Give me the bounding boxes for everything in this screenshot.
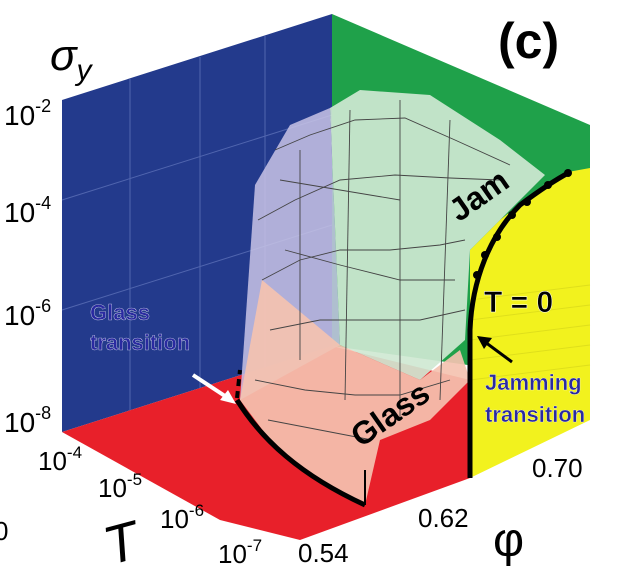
jamming-transition-arrowhead — [477, 336, 492, 349]
glass-transition-arrowhead — [220, 390, 236, 404]
phi-axis-label: φ — [493, 514, 524, 567]
sigma-ticks: 10-2 10-4 10-6 10-8 — [4, 96, 51, 438]
sigma-tick: 10-2 — [4, 96, 51, 131]
t-tick: 10-6 — [160, 501, 204, 534]
glass-transition-arrow — [191, 373, 230, 400]
sigma-tick: 10-4 — [4, 193, 51, 228]
t-tick: 10-7 — [218, 536, 262, 569]
t-zero-plane — [470, 168, 590, 478]
jamming-transition-line2: transition — [485, 402, 585, 427]
surface-mesh — [254, 100, 511, 441]
t-ticks: 10-4 10-5 10-6 10-7 0 — [0, 443, 262, 569]
jamming-transition-label: Jamming transition — [485, 370, 588, 427]
jamming-data-points — [473, 169, 572, 279]
phi-tick: 0.62 — [418, 503, 469, 533]
t-tick: 10-5 — [98, 470, 142, 503]
phi-ticks: 0.54 0.62 0.70 — [298, 453, 583, 568]
t-zero-plane-hatch — [469, 284, 591, 381]
glass-transition-line2: transition — [90, 330, 190, 355]
sigma-subscript: y — [75, 54, 94, 87]
jamming-transition-arrow — [484, 340, 513, 364]
phi-tick: 0.70 — [532, 453, 583, 483]
sigma-axis-label: σy — [50, 31, 94, 87]
glass-transition-dashed — [235, 369, 242, 399]
sigma-tick: 10-8 — [4, 403, 51, 438]
glass-transition-curve — [234, 398, 367, 508]
jamming-transition-line1: Jamming — [485, 370, 582, 395]
sigma-tick: 10-6 — [4, 296, 51, 331]
glass-transition-label: Glass transition — [90, 300, 190, 355]
t-tick: 10-4 — [38, 443, 82, 476]
t-tick-cut: 0 — [0, 516, 8, 546]
glass-surface — [240, 280, 470, 505]
t-zero-label: T = 0 — [484, 286, 553, 319]
panel-label: (c) — [498, 13, 559, 69]
t-axis-label: T — [97, 509, 148, 577]
phi-tick: 0.54 — [298, 538, 349, 568]
glass-transition-line1: Glass — [90, 300, 150, 325]
jam-surface — [330, 90, 545, 380]
